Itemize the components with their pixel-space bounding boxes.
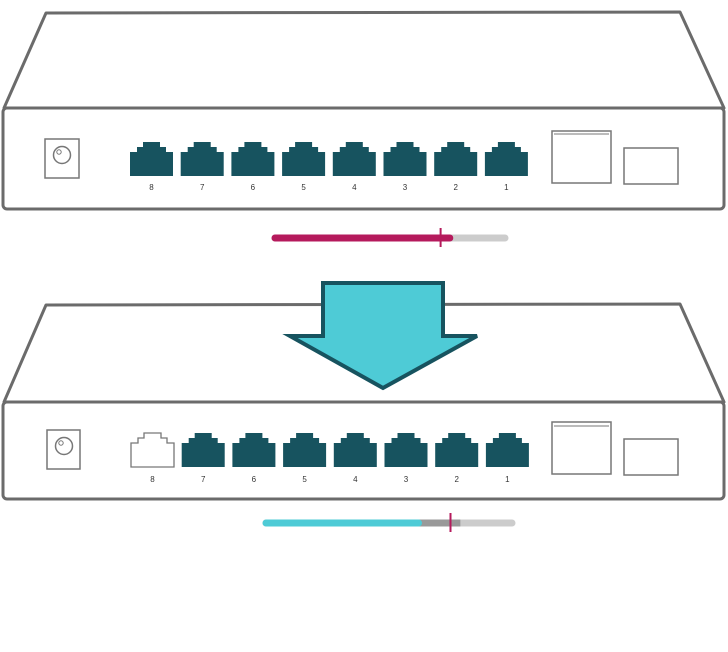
port-row-top: 8 7 6 5 4 3 2 1 bbox=[130, 142, 528, 192]
port-label: 4 bbox=[352, 183, 357, 192]
power-jack-icon bbox=[44, 138, 80, 179]
port-label: 1 bbox=[504, 183, 509, 192]
port-label: 2 bbox=[454, 475, 459, 484]
ethernet-port-6-icon bbox=[232, 433, 276, 467]
ethernet-port-7-icon bbox=[180, 142, 224, 176]
ethernet-port-3-icon bbox=[383, 142, 427, 176]
port-label: 6 bbox=[252, 475, 257, 484]
load-bar-bottom bbox=[262, 513, 516, 532]
ethernet-port-4-icon bbox=[332, 142, 376, 176]
switch-top-lid bbox=[2, 10, 726, 110]
ethernet-port-1-icon bbox=[484, 142, 528, 176]
switch-top: 8 7 6 5 4 3 2 1 bbox=[1, 10, 726, 211]
port-label: 2 bbox=[453, 183, 458, 192]
port-label: 8 bbox=[149, 183, 154, 192]
ethernet-port-8-icon bbox=[130, 142, 173, 176]
ethernet-port-1-icon bbox=[485, 433, 529, 467]
port-label: 3 bbox=[404, 475, 409, 484]
port-label: 1 bbox=[505, 475, 510, 484]
ethernet-port-8-icon bbox=[130, 432, 175, 468]
load-bar-top bbox=[271, 228, 509, 247]
ethernet-port-5-icon bbox=[282, 142, 326, 176]
port-label: 6 bbox=[251, 183, 256, 192]
ethernet-port-6-icon bbox=[231, 142, 275, 176]
ethernet-port-4-icon bbox=[333, 433, 377, 467]
ethernet-port-3-icon bbox=[384, 433, 428, 467]
port-label: 7 bbox=[200, 183, 205, 192]
down-arrow-icon bbox=[282, 281, 478, 391]
port-label: 8 bbox=[150, 475, 155, 484]
sfp-port-1-icon bbox=[551, 421, 612, 475]
sfp-port-2-icon bbox=[623, 438, 679, 476]
ethernet-port-2-icon bbox=[435, 433, 479, 467]
port-label: 5 bbox=[302, 475, 307, 484]
ethernet-port-7-icon bbox=[181, 433, 225, 467]
power-jack-icon bbox=[46, 429, 81, 470]
sfp-port-2-icon bbox=[623, 147, 679, 185]
ethernet-port-2-icon bbox=[434, 142, 478, 176]
port-label: 5 bbox=[301, 183, 306, 192]
port-label: 4 bbox=[353, 475, 358, 484]
port-label: 3 bbox=[403, 183, 408, 192]
sfp-port-1-icon bbox=[551, 130, 612, 184]
port-label: 7 bbox=[201, 475, 206, 484]
ethernet-port-5-icon bbox=[283, 433, 327, 467]
port-row-bottom: 8 7 6 5 4 3 2 1 bbox=[130, 432, 529, 484]
